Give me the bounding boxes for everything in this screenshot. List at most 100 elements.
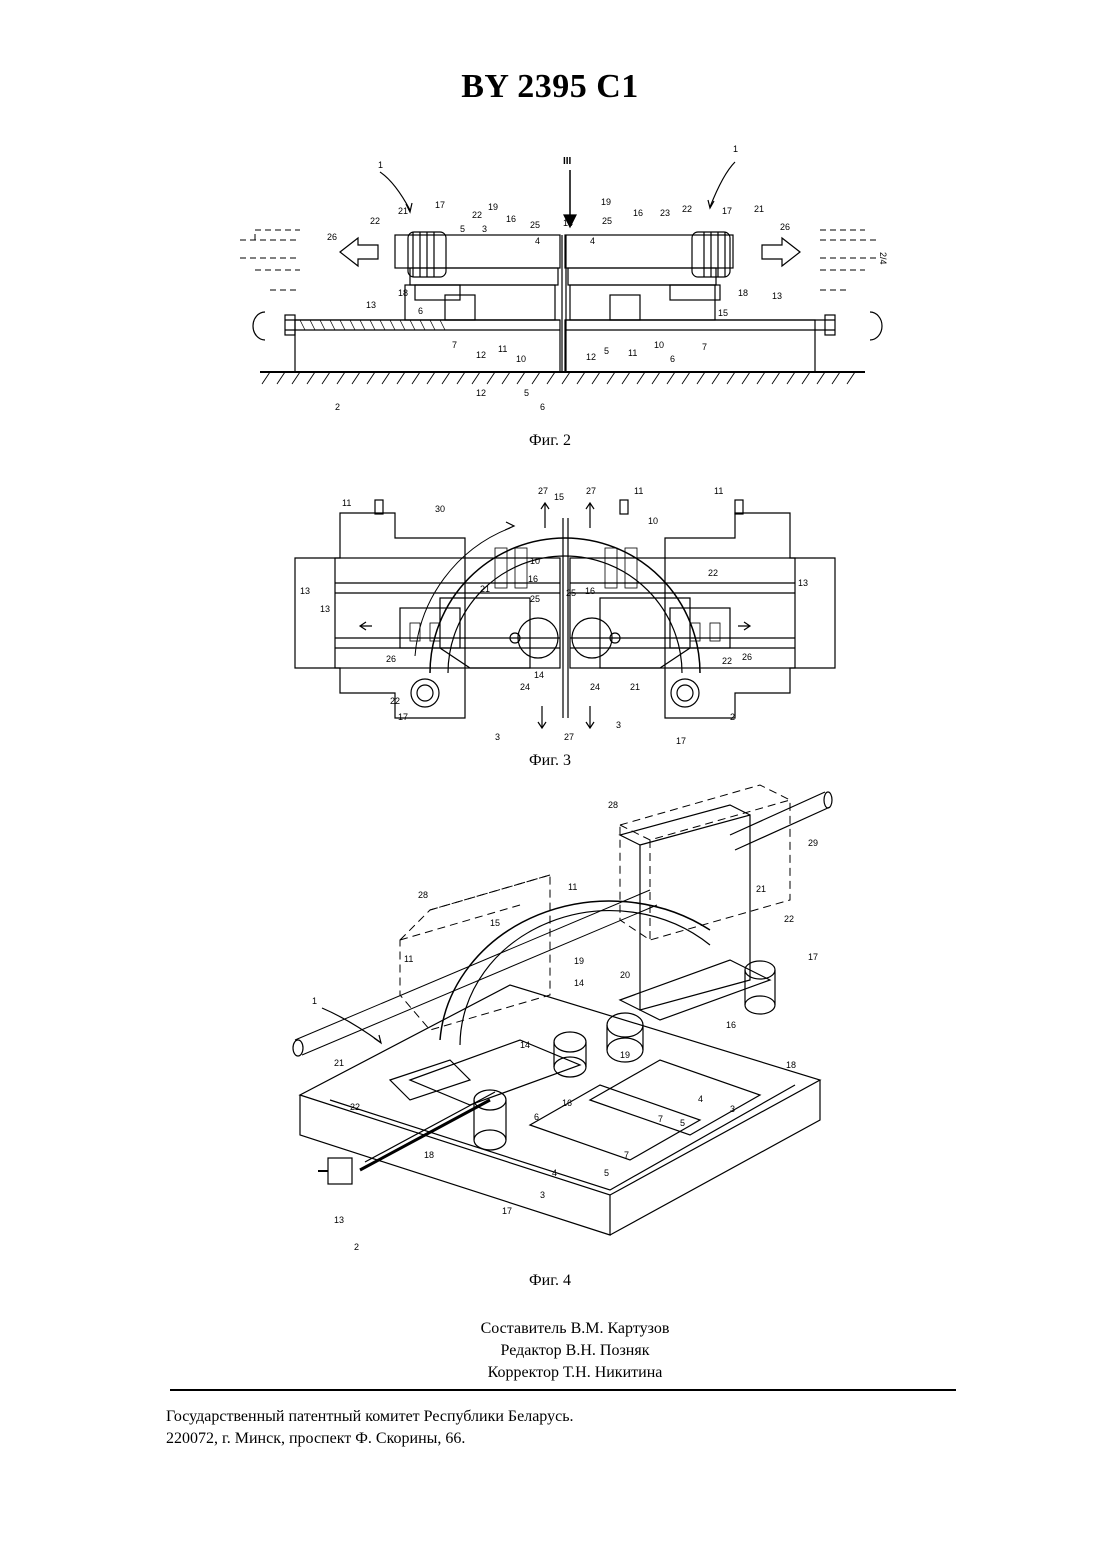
fig2-label: 22 — [472, 210, 482, 220]
figure-2-caption: Фиг. 2 — [0, 432, 1100, 450]
fig3-label: 25 — [566, 588, 576, 598]
fig4-label: 1 — [312, 996, 317, 1006]
fig3-label: 25 — [530, 594, 540, 604]
fig2-label: 19 — [601, 197, 611, 207]
fig3-label: 13 — [320, 604, 330, 614]
fig4-label: 17 — [502, 1206, 512, 1216]
fig3-label: 22 — [390, 696, 400, 706]
fig4-label: 21 — [756, 884, 766, 894]
fig2-label: 19 — [488, 202, 498, 212]
fig2-label: 13 — [366, 300, 376, 310]
fig2-label: 25 — [602, 216, 612, 226]
fig4-label: 20 — [620, 970, 630, 980]
fig2-label: 6 — [670, 354, 675, 364]
fig3-label: 13 — [798, 578, 808, 588]
fig4-label: 22 — [784, 914, 794, 924]
fig3-label: 30 — [435, 504, 445, 514]
fig2-label: 7 — [702, 342, 707, 352]
figure-3-caption: Фиг. 3 — [0, 752, 1100, 770]
fig2-label: 2/4 — [878, 252, 888, 265]
publisher-address: 220072, г. Минск, проспект Ф. Скорины, 6… — [166, 1428, 574, 1450]
fig2-label: 11 — [498, 344, 507, 354]
fig2-label: 5 — [524, 388, 529, 398]
fig3-label: 11 — [342, 498, 351, 508]
figure-4-drawing: 28 29 28 11 21 22 15 19 20 17 11 14 14 1… — [290, 780, 850, 1265]
fig4-label: 13 — [334, 1215, 344, 1225]
fig4-label: 19 — [620, 1050, 630, 1060]
fig4-label: 28 — [418, 890, 428, 900]
fig3-label: 2 — [730, 712, 735, 722]
publisher-footer: Государственный патентный комитет Респуб… — [166, 1406, 574, 1450]
fig2-label: 4 — [590, 236, 595, 246]
fig3-label: 27 — [564, 732, 574, 742]
fig2-label: 11 — [628, 348, 637, 358]
fig4-label: 11 — [568, 882, 577, 892]
fig3-label: 3 — [495, 732, 500, 742]
fig2-label: 14 — [563, 218, 573, 228]
fig4-label: 29 — [808, 838, 818, 848]
fig3-label: 22 — [722, 656, 732, 666]
fig2-label: 25 — [530, 220, 540, 230]
fig4-label: 28 — [608, 800, 618, 810]
fig3-label: 16 — [585, 586, 595, 596]
fig4-label: 11 — [404, 954, 413, 964]
fig2-label: 23 — [660, 208, 670, 218]
fig2-label: 1 — [733, 144, 738, 154]
fig2-label: 21 — [754, 204, 764, 214]
fig2-label: 22 — [682, 204, 692, 214]
footer-divider — [170, 1389, 956, 1391]
fig4-label: 16 — [726, 1020, 736, 1030]
fig3-label: 27 — [586, 486, 596, 496]
fig2-label: 6 — [418, 306, 423, 316]
fig4-label: 22 — [350, 1102, 360, 1112]
fig2-label: 2 — [335, 402, 340, 412]
fig2-label: 4 — [535, 236, 540, 246]
fig2-label: 12 — [586, 352, 596, 362]
fig4-label: 21 — [334, 1058, 344, 1068]
fig4-label: 2 — [354, 1242, 359, 1252]
fig2-label: 26 — [780, 222, 790, 232]
fig2-label: 7 — [452, 340, 457, 350]
fig4-label: 18 — [424, 1150, 434, 1160]
fig2-label: 5 — [460, 224, 465, 234]
fig3-label: 24 — [590, 682, 600, 692]
fig3-label: 16 — [528, 574, 538, 584]
fig3-label: 24 — [520, 682, 530, 692]
credits-block: Составитель В.М. Картузов Редактор В.Н. … — [0, 1318, 1100, 1384]
proofreader-credit: Корректор Т.Н. Никитина — [0, 1362, 1100, 1384]
publisher-name: Государственный патентный комитет Респуб… — [166, 1406, 574, 1428]
fig3-label: 14 — [534, 670, 544, 680]
fig3-label: 11 — [634, 486, 643, 496]
fig4-label: 7 — [658, 1114, 663, 1124]
fig4-label: 5 — [680, 1118, 685, 1128]
fig4-label: 14 — [574, 978, 584, 988]
fig2-label: 13 — [772, 291, 782, 301]
fig2-label: 22 — [370, 216, 380, 226]
figure-2-drawing: 1 1 22 21 17 5 22 19 3 16 25 4 14 4 25 1… — [230, 140, 890, 425]
figure-3-drawing: 11 30 27 27 15 11 11 13 10 10 16 25 25 1… — [280, 478, 850, 753]
fig3-label: 26 — [386, 654, 396, 664]
fig3-label: 26 — [742, 652, 752, 662]
compiler-credit: Составитель В.М. Картузов — [0, 1318, 1100, 1340]
fig3-label: 13 — [300, 586, 310, 596]
document-number: BY 2395 C1 — [0, 68, 1100, 106]
editor-credit: Редактор В.Н. Позняк — [0, 1340, 1100, 1362]
fig4-label: 4 — [698, 1094, 703, 1104]
fig2-label: 17 — [722, 206, 732, 216]
fig3-label: 17 — [398, 712, 408, 722]
fig4-label: 3 — [730, 1104, 735, 1114]
fig3-label: 15 — [554, 492, 564, 502]
fig3-label: 21 — [480, 584, 490, 594]
fig3-label: 10 — [648, 516, 658, 526]
fig4-label: 19 — [574, 956, 584, 966]
fig2-label: 17 — [435, 200, 445, 210]
fig2-label: 10 — [516, 354, 526, 364]
fig4-label: 5 — [604, 1168, 609, 1178]
fig4-label: 18 — [786, 1060, 796, 1070]
fig3-label: 21 — [630, 682, 640, 692]
figure-4-caption: Фиг. 4 — [0, 1272, 1100, 1290]
fig2-label: 3 — [482, 224, 487, 234]
fig2-label: 18 — [738, 288, 748, 298]
fig2-label: 1 — [378, 160, 383, 170]
fig4-label: 3 — [540, 1190, 545, 1200]
